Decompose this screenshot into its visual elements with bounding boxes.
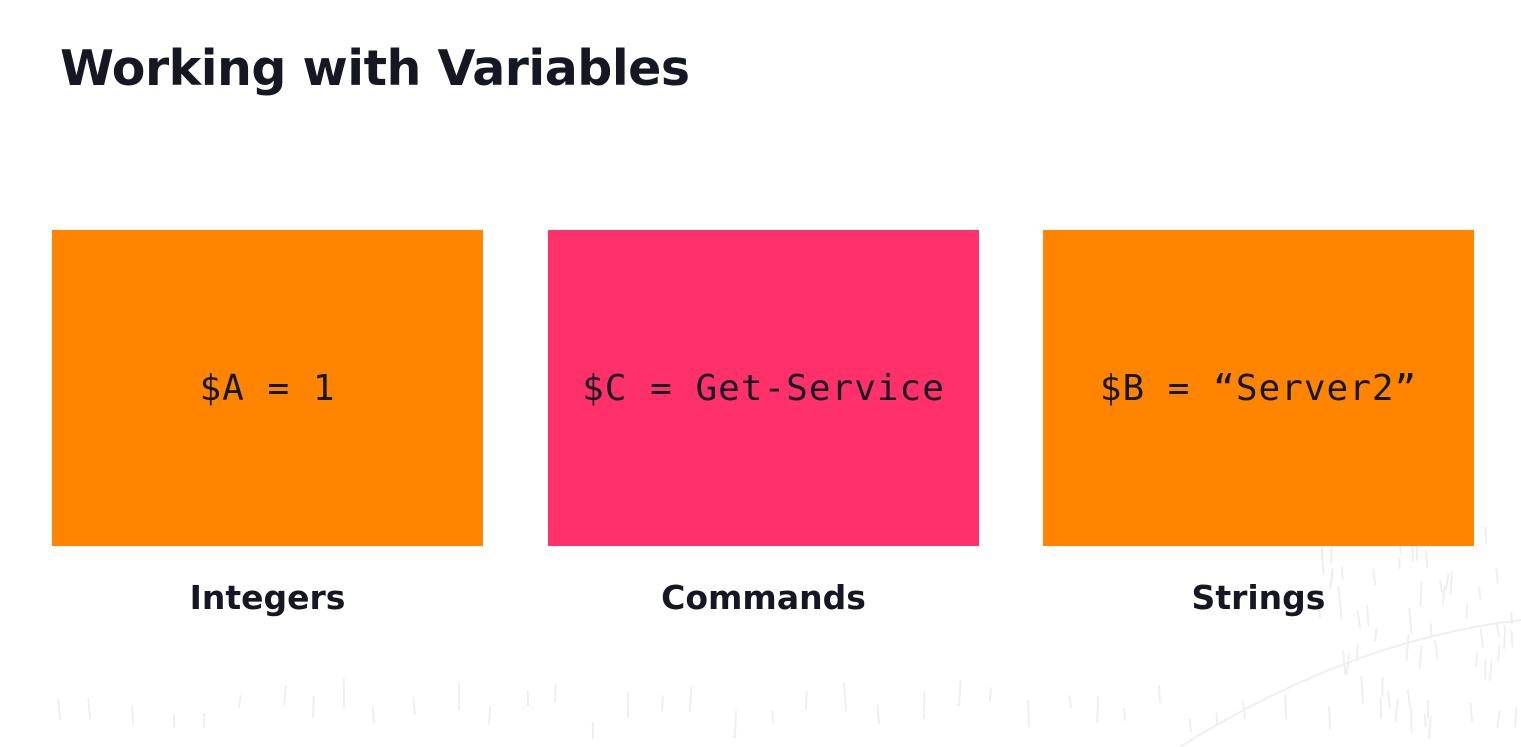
command-code: $C = Get-Service bbox=[582, 367, 945, 409]
strings-label: Strings bbox=[1191, 578, 1326, 617]
commands-label: Commands bbox=[661, 578, 866, 617]
string-code: $B = “Server2” bbox=[1099, 367, 1418, 409]
slide-title: Working with Variables bbox=[60, 40, 690, 97]
string-card: $B = “Server2” bbox=[1043, 230, 1474, 546]
integer-code: $A = 1 bbox=[199, 367, 336, 409]
integer-card: $A = 1 bbox=[52, 230, 483, 546]
background-arc bbox=[1179, 619, 1521, 747]
integers-label: Integers bbox=[189, 578, 346, 617]
command-card: $C = Get-Service bbox=[548, 230, 979, 546]
